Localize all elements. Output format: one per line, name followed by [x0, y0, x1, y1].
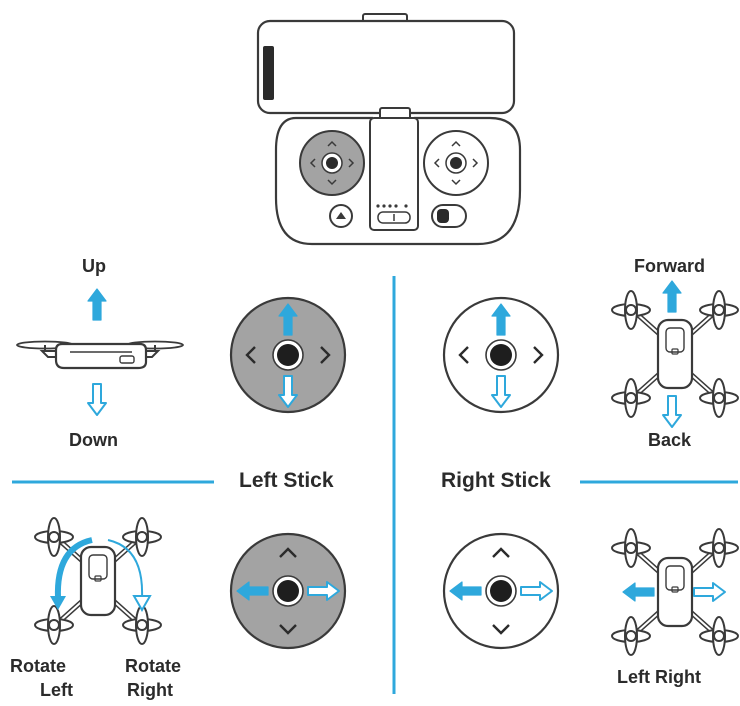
stick-icon	[229, 296, 347, 414]
drone-top-icon	[612, 529, 738, 655]
stick-icon	[442, 532, 560, 650]
stick-icon	[229, 532, 347, 650]
label-forward: Forward	[634, 256, 706, 276]
label-rotate-right-1: Rotate	[125, 656, 182, 676]
label-left-right: Left Right	[617, 667, 701, 687]
label-left-stick: Left Stick	[239, 469, 334, 492]
drone-side-icon	[16, 288, 184, 416]
label-rotate-right-2: Right	[127, 680, 173, 700]
label-rotate-left-1: Rotate	[10, 656, 67, 676]
label-down: Down	[69, 430, 118, 450]
label-right-stick: Right Stick	[441, 469, 551, 492]
label-back: Back	[648, 430, 692, 450]
rotate-arrow-icon	[54, 537, 93, 599]
arrow-down-icon	[87, 383, 107, 416]
drone-top-icon	[35, 518, 161, 644]
remote-controller-icon	[256, 13, 522, 246]
label-rotate-left-2: Left	[40, 680, 73, 700]
stick-icon	[442, 296, 560, 414]
phone-icon	[256, 19, 516, 115]
label-up: Up	[82, 256, 106, 276]
arrow-up-icon	[87, 288, 107, 321]
drone-top-icon	[612, 280, 738, 428]
